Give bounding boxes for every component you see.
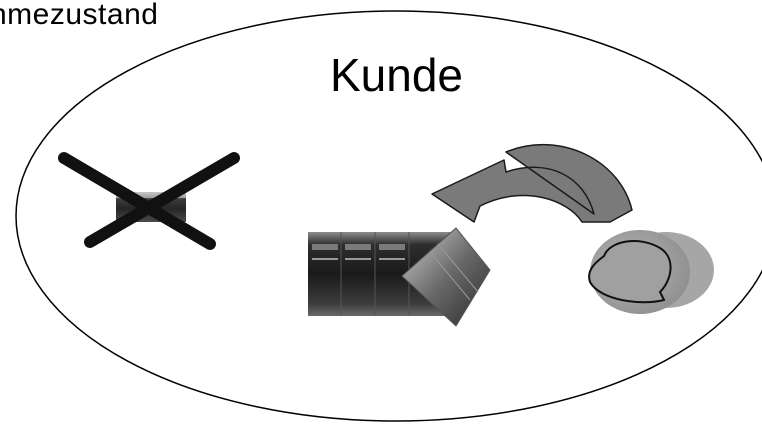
top-caption: nmezustand xyxy=(0,0,159,31)
crossed-out-device xyxy=(58,152,240,250)
ellipse-boundary xyxy=(15,10,762,422)
return-arrow xyxy=(431,143,633,223)
tape-cartridge-device xyxy=(308,227,491,327)
disk-media xyxy=(588,230,714,314)
diagram-title: Kunde xyxy=(330,49,464,101)
